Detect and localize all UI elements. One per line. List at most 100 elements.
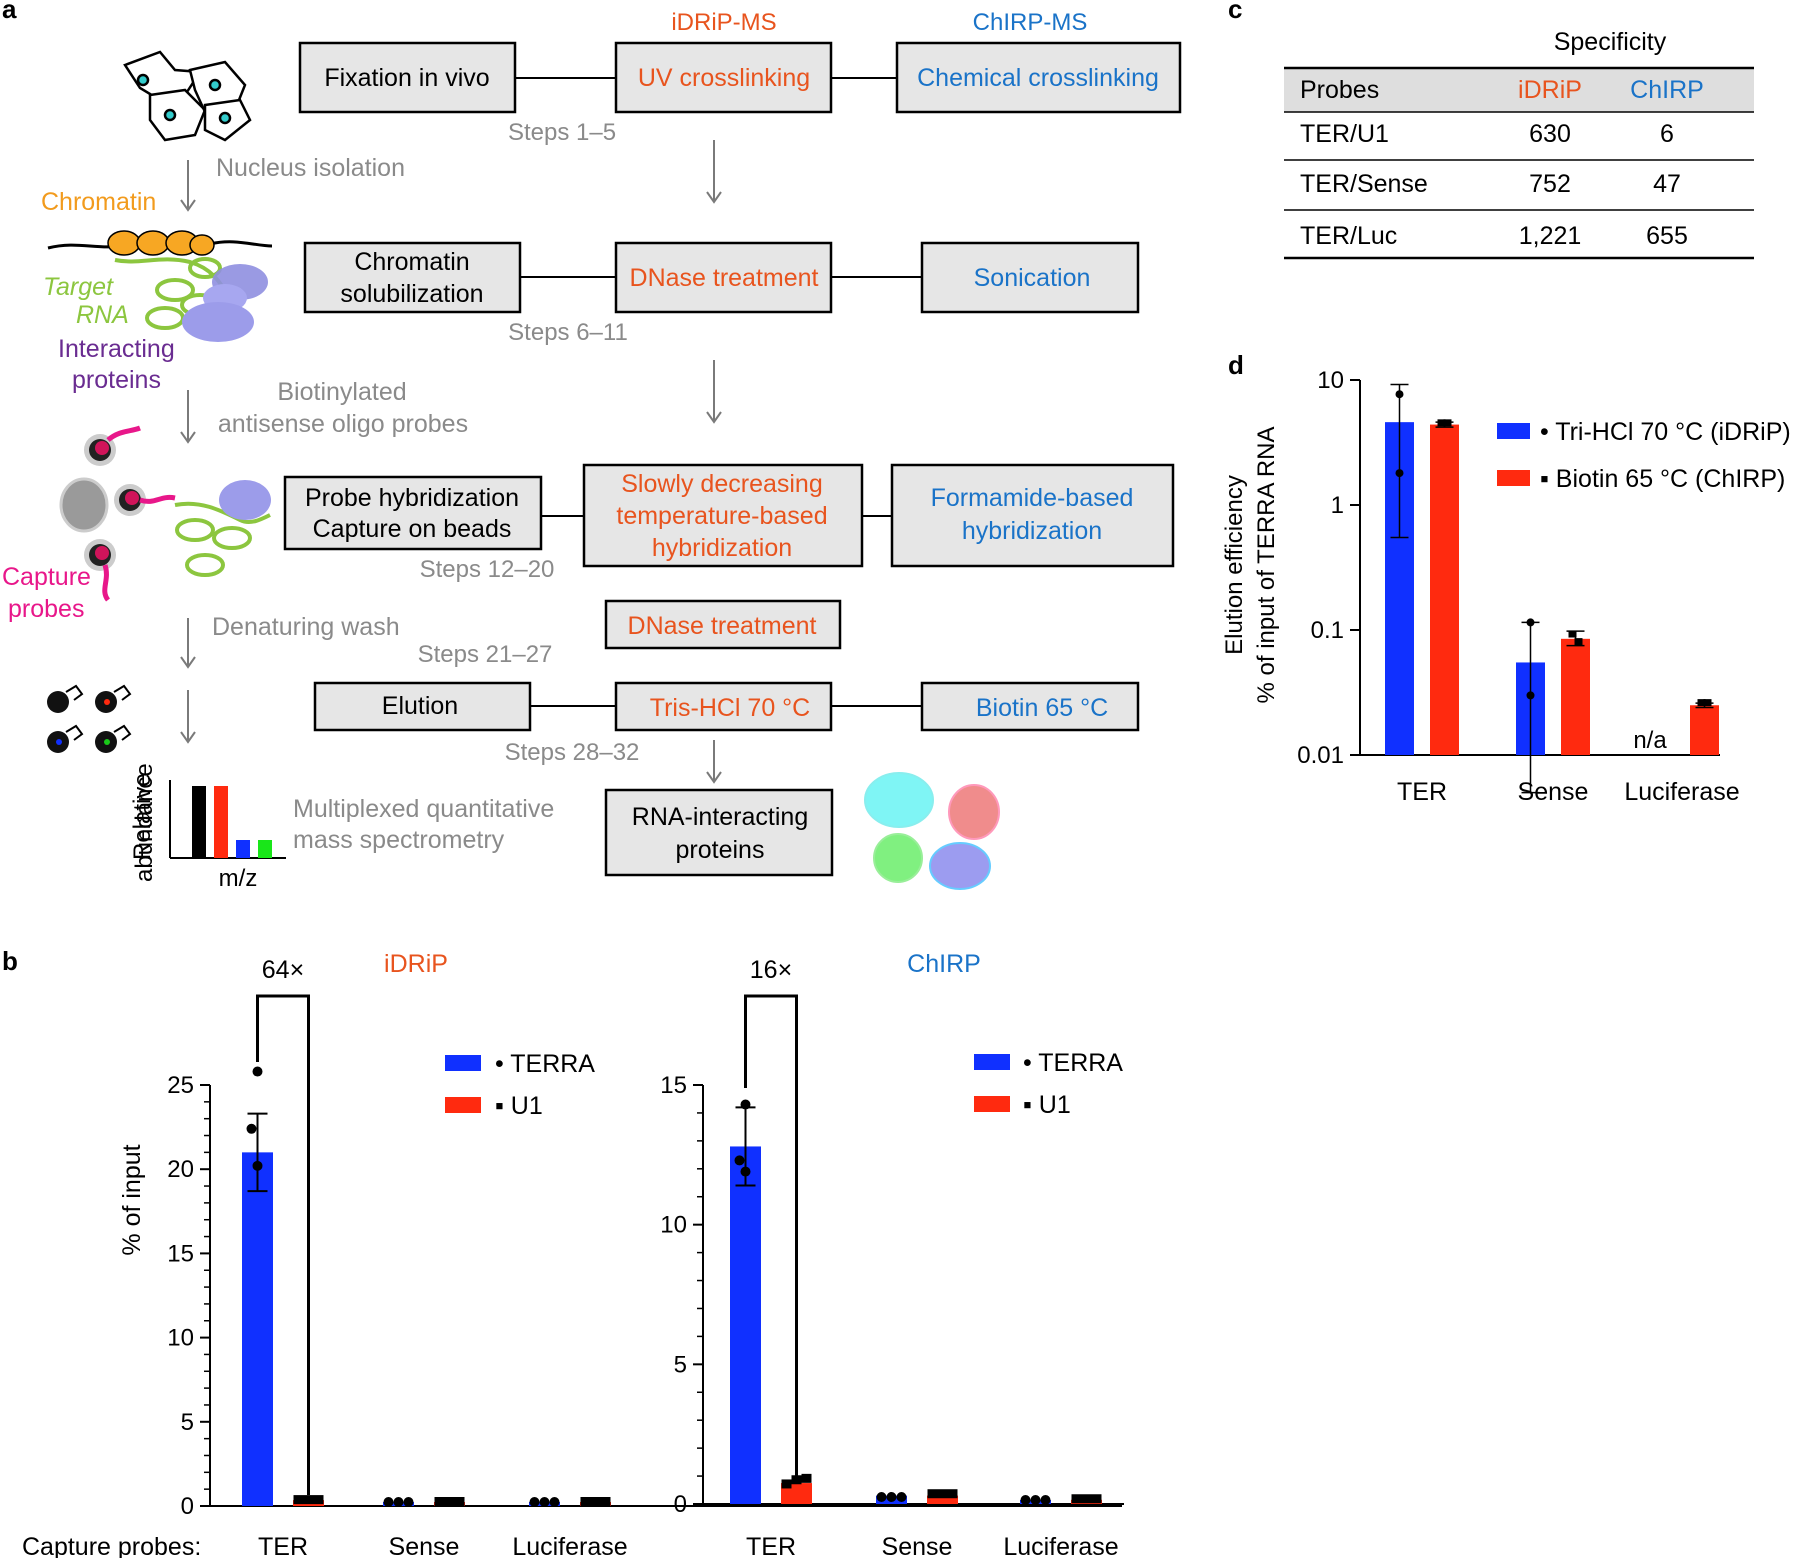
steps-label: Steps 12–20 — [420, 556, 555, 583]
data-point — [1526, 618, 1535, 627]
chromatin-label: Chromatin — [41, 188, 156, 216]
bar — [1690, 705, 1719, 755]
significance-bracket — [744, 994, 798, 1477]
table-header: Probes — [1300, 76, 1379, 104]
box-slow-hyb-label-2: temperature-based — [616, 502, 827, 530]
chart-d-ylabel-1: Elution efficiency — [1221, 475, 1248, 655]
capture-probes-label-2: probes — [8, 595, 84, 623]
table-header-bg — [1284, 68, 1754, 112]
data-point — [1091, 1494, 1102, 1504]
significance-bracket — [256, 994, 310, 1495]
box-formamide-label-1: Formamide-based — [931, 484, 1134, 512]
bar — [927, 1495, 958, 1504]
box-elution-label: Elution — [382, 692, 458, 720]
box-elution — [313, 681, 532, 732]
box-formamide-label-2: hybridization — [962, 517, 1102, 545]
data-point — [1395, 469, 1404, 478]
relative-abundance-label-2: abundance — [131, 763, 158, 882]
box-biotin — [920, 681, 1140, 732]
box-slow-hyb-label-3: hybridization — [652, 534, 792, 562]
x-tick-label: TER — [746, 1533, 796, 1558]
step-biotinylated-1: Biotinylated — [277, 378, 406, 406]
box-uv-crosslinking — [614, 41, 833, 114]
x-tick-label: TER — [1397, 778, 1447, 806]
data-point — [303, 1495, 314, 1505]
box-fixation — [298, 41, 517, 114]
panel-b-letter: b — [2, 946, 18, 976]
step-denaturing-wash: Denaturing wash — [212, 613, 400, 641]
data-point — [1020, 1495, 1031, 1505]
legend-label: ▪ Biotin 65 °C (ChIRP) — [1540, 465, 1785, 493]
data-point — [927, 1489, 938, 1499]
x-tick-label: Luciferase — [1624, 778, 1739, 806]
data-point — [740, 1166, 751, 1177]
table-cell: TER/U1 — [1300, 120, 1389, 148]
down-arrow-icon — [180, 360, 722, 444]
data-point — [1437, 419, 1446, 427]
data-point — [529, 1497, 540, 1507]
legend-label: • TERRA — [1023, 1049, 1123, 1077]
steps-label: Steps 6–11 — [508, 319, 628, 346]
legend-swatch — [445, 1055, 481, 1071]
legend-swatch — [974, 1054, 1010, 1070]
steps-label: Steps 21–27 — [418, 641, 553, 668]
legend-swatch — [1497, 470, 1530, 486]
down-arrow-icon — [180, 618, 196, 669]
data-point — [454, 1497, 465, 1506]
y-tick-label: 20 — [167, 1156, 194, 1183]
chart-b1-legend: • TERRA ▪ U1 — [445, 1050, 595, 1120]
data-point — [252, 1066, 263, 1077]
chromatin-icon — [47, 230, 273, 256]
bar — [1430, 424, 1459, 755]
data-point — [403, 1497, 414, 1507]
relative-abundance-label-1: Relative — [129, 773, 156, 860]
table-cell: 655 — [1646, 222, 1688, 250]
step-nucleus-isolation: Nucleus isolation — [216, 154, 405, 182]
capture-probes-icon — [59, 425, 271, 602]
y-tick-label: 0.1 — [1311, 617, 1344, 644]
box-rip-label-1: RNA-interacting — [632, 803, 808, 831]
box-slow-hybridization — [582, 463, 864, 568]
x-tick-label: Sense — [389, 1533, 460, 1558]
data-point — [937, 1489, 948, 1499]
data-point — [313, 1495, 324, 1505]
step-mass-spec-1: Multiplexed quantitative — [293, 795, 554, 823]
table-cell: TER/Sense — [1300, 170, 1428, 198]
box-slow-hyb-label-1: Slowly decreasing — [621, 470, 823, 498]
chart-d-na-label: n/a — [1633, 727, 1667, 754]
box-fixation-label: Fixation in vivo — [324, 64, 489, 92]
box-chemical-crosslinking — [895, 41, 1182, 114]
x-tick-label: Luciferase — [512, 1533, 627, 1558]
data-point — [1071, 1494, 1082, 1504]
chart-b1-ylabel: % of input — [118, 1144, 146, 1255]
data-point — [434, 1497, 445, 1506]
table-cell: TER/Luc — [1300, 222, 1397, 250]
steps-label: Steps 1–5 — [508, 119, 616, 146]
legend-swatch — [974, 1096, 1010, 1112]
box-dnase-2-label: DNase treatment — [628, 612, 817, 640]
chart-d-legend: • Tri-HCl 70 °C (iDRiP) ▪ Biotin 65 °C (… — [1497, 418, 1791, 493]
down-arrow-icon — [180, 140, 722, 212]
box-chromatin-label-1: Chromatin — [354, 248, 469, 276]
panel-a-letter: a — [2, 0, 17, 24]
data-point — [1697, 699, 1706, 707]
x-tick-label: Sense — [882, 1533, 953, 1558]
box-uv-crosslinking-label: UV crosslinking — [638, 64, 810, 92]
chart-b2-legend: • TERRA ▪ U1 — [974, 1049, 1123, 1119]
data-point — [252, 1160, 263, 1171]
panel-d-letter: d — [1228, 350, 1244, 380]
y-tick-label: 10 — [1317, 367, 1344, 394]
data-point — [791, 1475, 802, 1485]
bar — [242, 1152, 273, 1506]
data-point — [580, 1497, 591, 1506]
chart-b2-title: ChIRP — [907, 950, 981, 978]
table-cell: 752 — [1529, 170, 1571, 198]
data-point — [539, 1497, 550, 1507]
data-point — [734, 1155, 745, 1166]
y-tick-label: 0 — [674, 1491, 687, 1518]
legend-swatch — [1497, 423, 1530, 439]
